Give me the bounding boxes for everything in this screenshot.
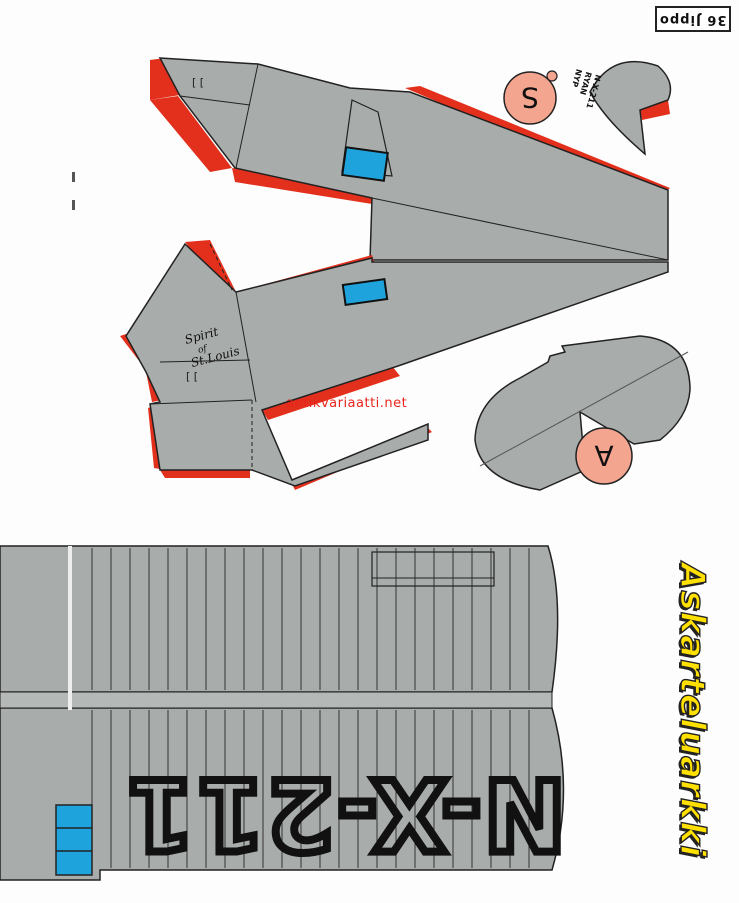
part-a-hinge (479, 351, 689, 467)
rudder-red-edge (640, 100, 670, 120)
wing-center-strip (0, 691, 553, 709)
rudder-body (589, 60, 672, 156)
part-s-label: S (521, 81, 539, 114)
wing-registration: N-X-211 (124, 756, 566, 870)
watermark: antikvariaatti.net (286, 396, 408, 411)
fuselage-lower-fold-1 (235, 291, 257, 403)
fuselage-lower-marks: [ [ (186, 370, 198, 383)
fuselage-lower-fold-2 (149, 399, 253, 405)
fuselage-lower-window (341, 278, 389, 306)
fuselage-lower-red-edge-rear (262, 366, 400, 420)
fuselage-upper: [ [ (150, 57, 670, 261)
part-s-tab (546, 70, 558, 82)
fuselage-upper-window (341, 146, 389, 182)
fuselage-upper-fold-1 (179, 95, 251, 106)
margin-mark-2 (72, 200, 75, 210)
margin-mark-1 (72, 172, 75, 182)
fuselage-upper-fold-2 (235, 63, 259, 169)
wing-upper-panel (0, 545, 559, 693)
wing-aileron (371, 551, 495, 587)
fuselage-upper-marks: [ [ (192, 76, 204, 89)
part-s: S (503, 70, 558, 125)
wing-window-strip (55, 804, 93, 876)
rudder-part: N-X-211RYANNYP (565, 60, 672, 156)
fuselage-upper-red-edge-top (150, 58, 180, 100)
part-s-badge (503, 71, 557, 125)
wing-part: N-X-211 (0, 545, 570, 881)
section-title: Askarteluarkki (671, 562, 712, 858)
fuselage-lower-fold-5 (209, 243, 233, 291)
fuselage-upper-fold-3 (371, 197, 669, 261)
rudder-text: N-X-211RYANNYP (565, 68, 603, 110)
fuselage-upper-red-edge-bottom (232, 168, 380, 204)
part-a-badge (575, 427, 633, 485)
wing-ribs (91, 548, 530, 868)
fuselage-lower-red-edge-belly (160, 470, 250, 478)
part-a: A (474, 335, 691, 491)
part-a-label: A (594, 439, 613, 472)
fuselage-lower: SpiritofSt.Louis [ [ (120, 240, 669, 490)
page-number: 36 Jippo (655, 6, 731, 32)
fuselage-lower-fold-4 (159, 359, 251, 363)
fuselage-upper-red-edge-nose (150, 96, 232, 172)
